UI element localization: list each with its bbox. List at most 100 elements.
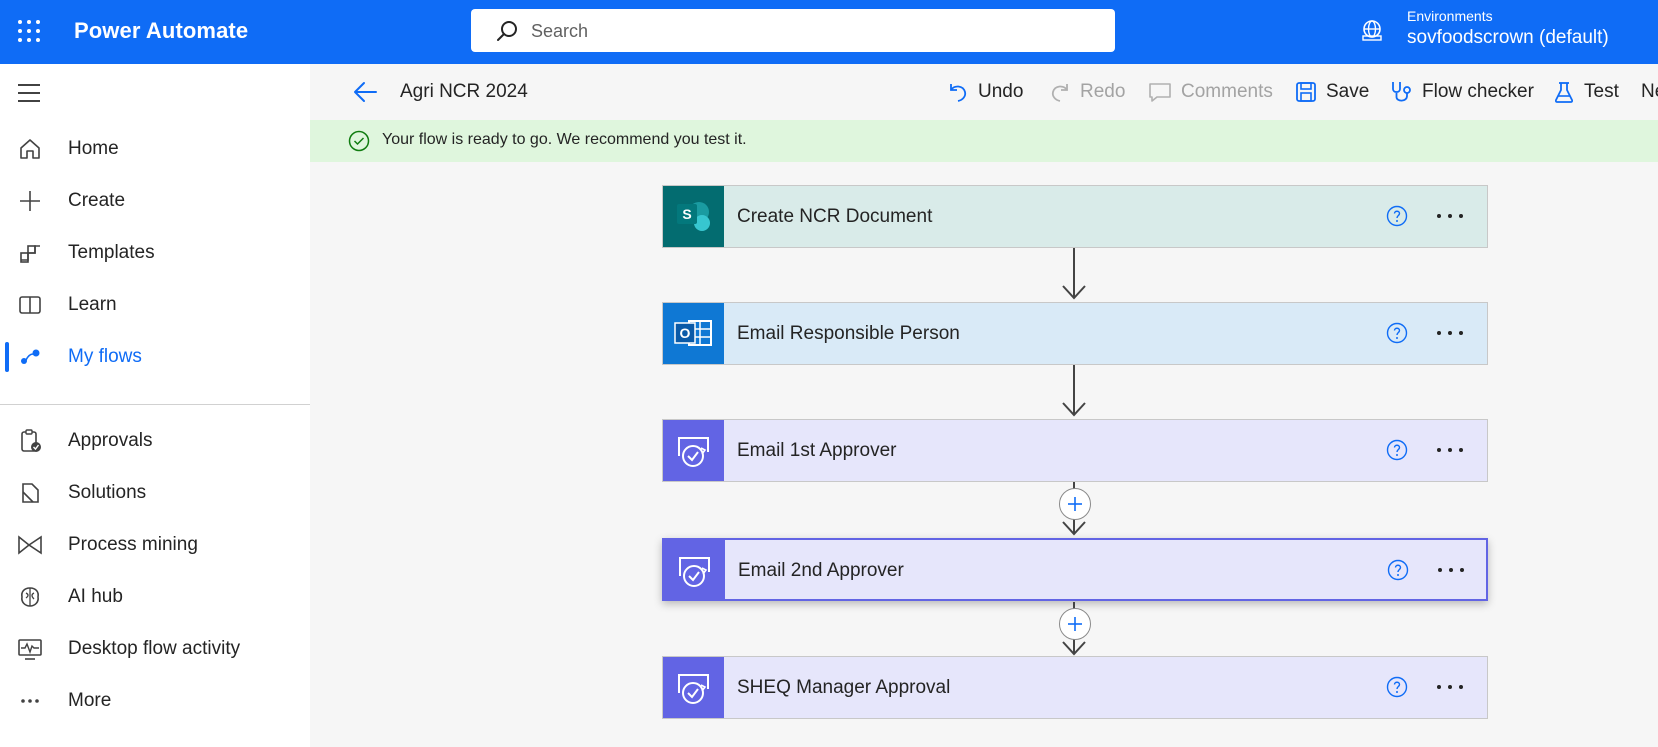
nav-item-learn[interactable]: Learn — [0, 282, 310, 326]
search-box[interactable]: Search — [471, 9, 1115, 52]
nav-item-label: AI hub — [68, 586, 123, 607]
nav-item-label: More — [68, 690, 112, 711]
nav-item-solutions[interactable]: Solutions — [0, 470, 310, 514]
undo-button[interactable]: Undo — [946, 77, 1023, 107]
active-indicator — [5, 342, 9, 372]
comment-icon — [1149, 83, 1171, 102]
flow-checker-label: Flow checker — [1422, 81, 1534, 102]
save-label: Save — [1326, 81, 1370, 102]
success-banner: Your flow is ready to go. We recommend y… — [310, 120, 1658, 162]
nav-item-process-mining[interactable]: Process mining — [0, 522, 310, 566]
more-options-icon[interactable] — [1433, 438, 1467, 460]
add-step-button[interactable] — [1059, 488, 1091, 520]
save-button[interactable]: Save — [1294, 77, 1369, 107]
flow-name: Agri NCR 2024 — [400, 81, 528, 102]
connector-arrow — [1062, 365, 1086, 417]
flow-step-email-responsible-person[interactable]: O Email Responsible Person — [662, 302, 1488, 365]
nav-item-label: Home — [68, 138, 119, 159]
help-icon[interactable] — [1386, 322, 1408, 344]
beaker-icon — [1554, 82, 1574, 103]
app-name[interactable]: Power Automate — [74, 18, 249, 43]
nav-item-label: Process mining — [68, 534, 198, 555]
approvals-icon — [664, 540, 725, 601]
flows-icon — [21, 349, 40, 364]
overflow-command[interactable]: Ne — [1641, 77, 1658, 107]
test-label: Test — [1584, 81, 1619, 102]
more-options-icon[interactable] — [1433, 204, 1467, 226]
nav-item-label: Solutions — [68, 482, 147, 503]
approvals-icon — [663, 657, 724, 718]
sharepoint-icon: S — [663, 186, 724, 247]
nav-item-my-flows[interactable]: My flows — [0, 334, 310, 378]
app-launcher-icon[interactable] — [18, 20, 42, 44]
back-arrow-icon[interactable] — [352, 80, 378, 104]
flow-step-sheq-manager-approval[interactable]: SHEQ Manager Approval — [662, 656, 1488, 719]
redo-label: Redo — [1080, 81, 1126, 102]
flow-step-email-1st-approver[interactable]: Email 1st Approver — [662, 419, 1488, 482]
hamburger-menu-icon[interactable] — [18, 84, 42, 104]
nav-item-templates[interactable]: Templates — [0, 230, 310, 274]
help-icon[interactable] — [1387, 559, 1409, 581]
comments-label: Comments — [1181, 81, 1273, 102]
brain-icon — [21, 587, 39, 607]
nav-item-create[interactable]: Create — [0, 178, 310, 222]
help-icon[interactable] — [1386, 439, 1408, 461]
flow-step-create-ncr-document[interactable]: S Create NCR Document — [662, 185, 1488, 248]
clipboard-check-icon — [21, 429, 41, 452]
help-icon[interactable] — [1386, 676, 1408, 698]
add-step-button[interactable] — [1059, 608, 1091, 640]
command-bar: Agri NCR 2024 Undo Redo Comments Save Fl… — [310, 64, 1658, 120]
desktop-activity-icon — [18, 639, 42, 660]
flow-step-email-2nd-approver[interactable]: Email 2nd Approver — [662, 538, 1488, 601]
undo-label: Undo — [978, 81, 1024, 102]
nav-item-label: Create — [68, 190, 126, 211]
test-button[interactable]: Test — [1552, 77, 1619, 107]
top-bar: Power Automate Search Environments sovfo… — [0, 0, 1658, 64]
plus-icon — [20, 191, 40, 211]
environment-selector[interactable]: sovfoodscrown (default) — [1407, 27, 1609, 48]
nav-item-label: Approvals — [68, 430, 153, 451]
check-circle-icon — [348, 130, 370, 152]
step-title: Create NCR Document — [737, 206, 933, 227]
nav-item-label: Learn — [68, 294, 117, 315]
nav-item-approvals[interactable]: Approvals — [0, 418, 310, 462]
step-title: Email Responsible Person — [737, 323, 960, 344]
nav-item-more[interactable]: More — [0, 678, 310, 722]
svg-text:O: O — [680, 325, 691, 341]
nav-item-ai-hub[interactable]: AI hub — [0, 574, 310, 618]
flow-canvas: S Create NCR Document O Email Responsibl… — [310, 162, 1658, 747]
redo-icon — [1051, 84, 1068, 102]
search-input[interactable]: Search — [531, 21, 589, 41]
globe-environment-icon[interactable] — [1359, 18, 1385, 44]
nav-item-label: Templates — [68, 242, 155, 263]
flow-checker-button[interactable]: Flow checker — [1388, 77, 1534, 107]
step-title: Email 1st Approver — [737, 440, 897, 461]
save-icon — [1296, 82, 1316, 102]
help-icon[interactable] — [1386, 205, 1408, 227]
templates-icon — [20, 245, 40, 263]
redo-button[interactable]: Redo — [1048, 77, 1125, 107]
more-options-icon[interactable] — [1433, 675, 1467, 697]
overflow-label: Ne — [1641, 81, 1658, 102]
comments-button[interactable]: Comments — [1147, 77, 1273, 107]
outlook-icon: O — [663, 303, 724, 364]
nav-item-label: Desktop flow activity — [68, 638, 241, 659]
approvals-icon — [663, 420, 724, 481]
solutions-icon — [22, 483, 39, 503]
more-options-icon[interactable] — [1434, 558, 1468, 580]
nav-item-label: My flows — [68, 346, 142, 367]
home-icon — [20, 139, 40, 159]
book-icon — [19, 296, 41, 314]
nav-item-home[interactable]: Home — [0, 126, 310, 170]
step-title: SHEQ Manager Approval — [737, 677, 951, 698]
more-options-icon[interactable] — [1433, 321, 1467, 343]
search-icon — [497, 21, 517, 41]
environment-label: Environments — [1407, 8, 1493, 24]
nav-item-desktop-flow-activity[interactable]: Desktop flow activity — [0, 626, 310, 670]
plus-icon — [1068, 497, 1082, 511]
plus-icon — [1068, 617, 1082, 631]
step-title: Email 2nd Approver — [738, 560, 904, 581]
nav-divider — [0, 404, 310, 405]
undo-icon — [950, 84, 967, 102]
process-mining-icon — [18, 535, 42, 555]
